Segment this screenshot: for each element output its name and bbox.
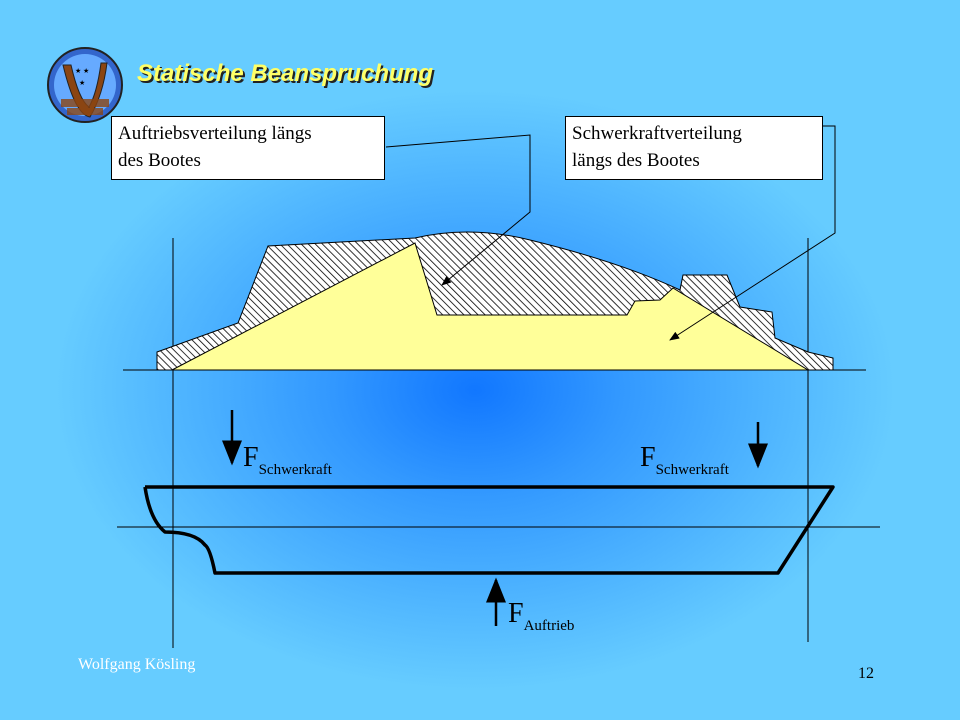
gravity-label-line2: längs des Bootes <box>572 150 700 171</box>
force-symbol: F <box>640 442 656 473</box>
force-subscript: Schwerkraft <box>655 462 729 478</box>
force-label-buoyancy: FAuftrieb <box>508 598 574 635</box>
buoyancy-label-line2: des Bootes <box>118 150 201 171</box>
gravity-label-box: Schwerkraftverteilung längs des Bootes <box>565 116 823 180</box>
buoyancy-label-box: Auftriebsverteilung längs des Bootes <box>111 116 385 180</box>
hull-profile <box>143 485 835 575</box>
force-label-gravity-right: FSchwerkraft <box>640 442 729 479</box>
page-number: 12 <box>858 665 874 682</box>
author-name: Wolfgang Kösling <box>78 656 196 673</box>
force-label-gravity-left: FSchwerkraft <box>243 442 332 479</box>
force-subscript: Schwerkraft <box>258 462 332 478</box>
force-symbol: F <box>508 598 524 629</box>
force-subscript: Auftrieb <box>523 618 575 634</box>
force-symbol: F <box>243 442 259 473</box>
buoyancy-leader-line <box>385 134 531 286</box>
buoyancy-label-line1: Auftriebsverteilung längs <box>118 123 312 144</box>
svg-text:★: ★ <box>79 79 85 87</box>
slide-title: Statische Beanspruchung <box>137 60 434 87</box>
logo-icon: ★ ★ ★ <box>47 47 123 123</box>
svg-text:★ ★: ★ ★ <box>75 67 89 75</box>
gravity-distribution-area <box>171 242 810 371</box>
gravity-leader-line <box>669 125 836 341</box>
gravity-label-line1: Schwerkraftverteilung <box>572 123 742 144</box>
